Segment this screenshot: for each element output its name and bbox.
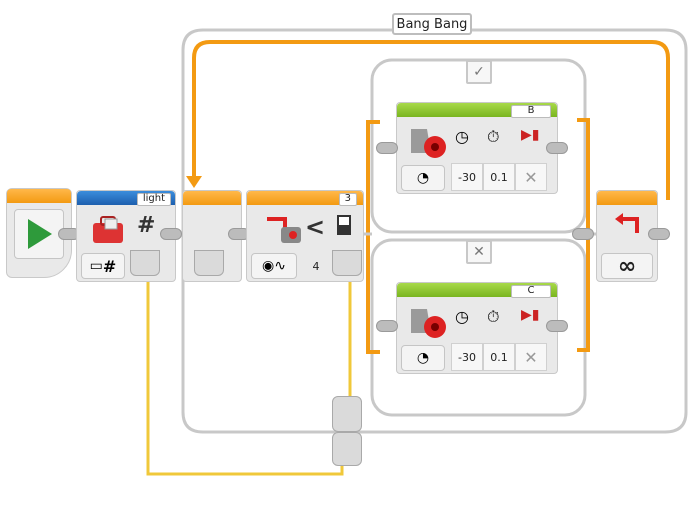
variable-output-socket[interactable] <box>130 250 160 276</box>
motor-block-b[interactable]: B ◷ ⏱ ▶▮ ◔ -30 0.1 ✕ <box>396 102 558 194</box>
motor-b-input-plug <box>376 142 398 154</box>
start-block[interactable] <box>6 188 72 278</box>
motor-c-input-plug <box>376 320 398 332</box>
tab-case-true[interactable]: ✓ <box>466 60 492 84</box>
compare-mode-selector[interactable]: ◉∿ <box>251 253 297 279</box>
motor-c-brake[interactable]: ✕ <box>515 343 547 371</box>
wire-connector-lower <box>332 432 362 466</box>
data-wire <box>146 280 344 476</box>
loop-end-block[interactable]: ∞ <box>596 190 658 282</box>
variable-name[interactable]: light <box>136 193 171 206</box>
loop-end-output-plug <box>648 228 670 240</box>
loop-start-socket <box>194 250 224 276</box>
wire-connector-upper <box>332 396 362 432</box>
power-icon: ◷ <box>455 127 469 146</box>
play-button[interactable] <box>14 209 64 259</box>
timer-icon: ⏱ <box>487 307 500 326</box>
mode-icon: ◉∿ <box>262 258 286 274</box>
book-icon: ▭ <box>89 258 103 274</box>
loop-mode-selector[interactable]: ∞ <box>601 253 653 279</box>
loop-repeat-icon <box>611 211 645 245</box>
suitcase-icon <box>91 215 125 249</box>
clock-icon: ◔ <box>416 350 430 366</box>
clock-icon: ◔ <box>416 170 430 186</box>
power-icon: ◷ <box>455 307 469 326</box>
motor-b-port[interactable]: B <box>511 105 551 118</box>
switch-input-plug <box>572 228 594 240</box>
threshold-icon <box>337 215 351 239</box>
motor-b-power[interactable]: -30 <box>451 163 483 191</box>
motor-c-output-plug <box>546 320 568 332</box>
compare-output-socket[interactable] <box>332 250 362 276</box>
motor-c-port[interactable]: C <box>511 285 551 298</box>
motor-b-brake[interactable]: ✕ <box>515 163 547 191</box>
timer-icon: ⏱ <box>487 127 500 146</box>
sensor-icon <box>261 213 305 251</box>
loop-frame <box>181 28 688 434</box>
variable-output-plug <box>160 228 182 240</box>
motor-c-seconds[interactable]: 0.1 <box>483 343 515 371</box>
compare-port[interactable]: 3 <box>338 193 357 206</box>
motor-b-output-plug <box>546 142 568 154</box>
play-icon <box>28 219 52 249</box>
compare-operator[interactable]: < <box>305 213 326 241</box>
motor-icon <box>405 123 449 167</box>
brake-icon: ▶▮ <box>521 307 540 323</box>
motor-icon <box>405 303 449 347</box>
motor-b-mode-selector[interactable]: ◔ <box>401 165 445 191</box>
motor-c-mode-selector[interactable]: ◔ <box>401 345 445 371</box>
motor-block-c[interactable]: C ◷ ⏱ ▶▮ ◔ -30 0.1 ✕ <box>396 282 558 374</box>
loop-name-label[interactable]: Bang Bang <box>392 13 472 35</box>
threshold-value[interactable]: 4 <box>312 259 320 273</box>
motor-b-seconds[interactable]: 0.1 <box>483 163 515 191</box>
loop-return-wire <box>192 40 670 200</box>
switch-bracket-left <box>366 120 380 354</box>
loop-arrow-icon <box>186 176 202 188</box>
motor-c-power[interactable]: -30 <box>451 343 483 371</box>
variable-mode-symbol: # <box>102 256 117 276</box>
tab-case-false[interactable]: ✕ <box>466 240 492 264</box>
brake-icon: ▶▮ <box>521 127 540 143</box>
variable-type-symbol: # <box>137 213 156 238</box>
variable-mode-selector[interactable]: ▭ # <box>81 253 125 279</box>
loop-mode-symbol: ∞ <box>617 253 637 279</box>
